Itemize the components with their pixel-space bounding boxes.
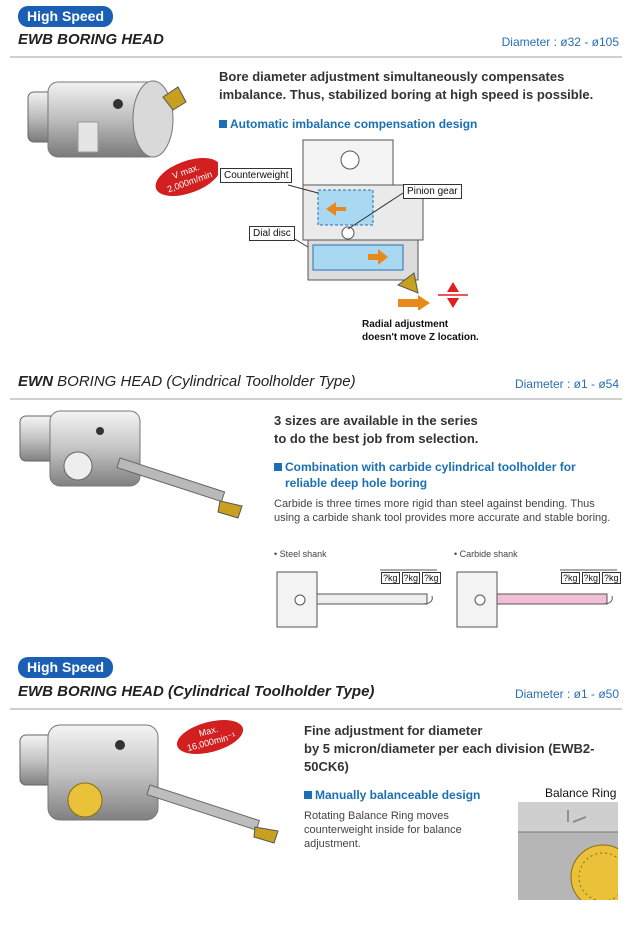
section-divider (10, 398, 622, 400)
diameter-range: Diameter : ø1 - ø50 (514, 687, 619, 701)
label-pinion-gear: Pinion gear (403, 184, 462, 199)
carbide-weights: ?kg ?kg ?kg (561, 572, 621, 584)
section-title-ewn: EWN BORING HEAD (Cylindrical Toolholder … (18, 373, 356, 390)
weight-tag: ?kg (422, 572, 441, 584)
section3-lead: Fine adjustment for diameter by 5 micron… (304, 722, 594, 776)
section3-lead-line1: Fine adjustment for diameter (304, 723, 483, 738)
high-speed-badge: High Speed (18, 6, 114, 27)
radial-note-line1: Radial adjustment (362, 319, 449, 330)
speed-tag: V max. 2,000m/min (155, 157, 218, 197)
title-prefix: EWN (18, 373, 53, 390)
label-counterweight: Counterweight (220, 168, 293, 183)
section-title-ewb-cyl: EWB BORING HEAD (Cylindrical Toolholder … (18, 683, 374, 700)
section1-lead: Bore diameter adjustment simultaneously … (219, 69, 594, 102)
weight-tag: ?kg (401, 572, 421, 584)
title-rest: BORING HEAD (Cylindrical Toolholder Type… (53, 683, 375, 700)
section2-feature: Combination with carbide cylindrical too… (274, 459, 576, 491)
steel-shank-label: • Steel shank (274, 549, 327, 559)
label-dial-disc: Dial disc (249, 226, 295, 241)
section-title-ewb: EWB BORING HEAD (18, 31, 164, 48)
ewn-boring-head-image (19, 410, 243, 519)
section2-feature-line2: reliable deep hole boring (285, 476, 428, 490)
weight-tag: ?kg (561, 572, 580, 584)
feature-bullet (219, 120, 227, 128)
steel-shank-diagram (276, 569, 437, 628)
section3-body-line2: counterweight inside for balance (304, 824, 462, 836)
section3-body-line1: Rotating Balance Ring moves (304, 810, 449, 822)
title-rest: BORING HEAD (53, 31, 164, 48)
title-prefix: EWB (18, 683, 53, 700)
radial-note-line2: doesn't move Z location. (362, 332, 479, 343)
section3-lead-line3: 50CK6) (304, 759, 349, 774)
section2-lead-line2: to do the best job from selection. (274, 431, 479, 446)
max-speed-tag: Max. 16,000min⁻¹ (176, 720, 244, 754)
section-divider (10, 56, 622, 58)
max-tag-line1: Max. (198, 724, 219, 739)
ewb-cylindrical-image: Max. 16,000min⁻¹ (19, 720, 279, 844)
section3-body: Rotating Balance Ring moves counterweigh… (304, 809, 462, 851)
section1-feature: Automatic imbalance compensation design (219, 116, 477, 132)
feature-bullet (304, 791, 312, 799)
weight-tag: ?kg (602, 572, 621, 584)
title-prefix: EWB (18, 31, 53, 48)
section3-feature: Manually balanceable design (304, 787, 480, 803)
ewb-boring-head-image: V max. 2,000m/min (27, 80, 218, 197)
diameter-range: Diameter : ø32 - ø105 (501, 35, 619, 49)
section3-feature-text: Manually balanceable design (315, 788, 481, 802)
steel-weights: ?kg ?kg ?kg (381, 572, 441, 584)
high-speed-badge: High Speed (18, 657, 114, 678)
balance-ring-photo (518, 802, 618, 900)
section-divider (10, 708, 622, 710)
balance-ring-label: Balance Ring (545, 786, 617, 800)
radial-note: Radial adjustment doesn't move Z locatio… (362, 318, 479, 344)
carbide-shank-label: • Carbide shank (454, 549, 518, 559)
feature-bullet (274, 463, 282, 471)
carbide-shank-diagram (456, 569, 617, 628)
section2-lead-line1: 3 sizes are available in the series (274, 413, 478, 428)
section3-body-line3: adjustment. (304, 838, 361, 850)
title-rest: BORING HEAD (Cylindrical Toolholder Type… (53, 373, 356, 390)
section3-lead-line2: by 5 micron/diameter per each division (… (304, 741, 595, 756)
section2-body: Carbide is three times more rigid than s… (274, 498, 611, 524)
section2-lead: 3 sizes are available in the series to d… (274, 412, 478, 448)
section1-feature-text: Automatic imbalance compensation design (230, 117, 478, 131)
section2-feature-line1: Combination with carbide cylindrical too… (285, 460, 576, 474)
diameter-range: Diameter : ø1 - ø54 (514, 377, 619, 391)
weight-tag: ?kg (381, 572, 400, 584)
imbalance-diagram (287, 139, 468, 310)
weight-tag: ?kg (581, 572, 601, 584)
